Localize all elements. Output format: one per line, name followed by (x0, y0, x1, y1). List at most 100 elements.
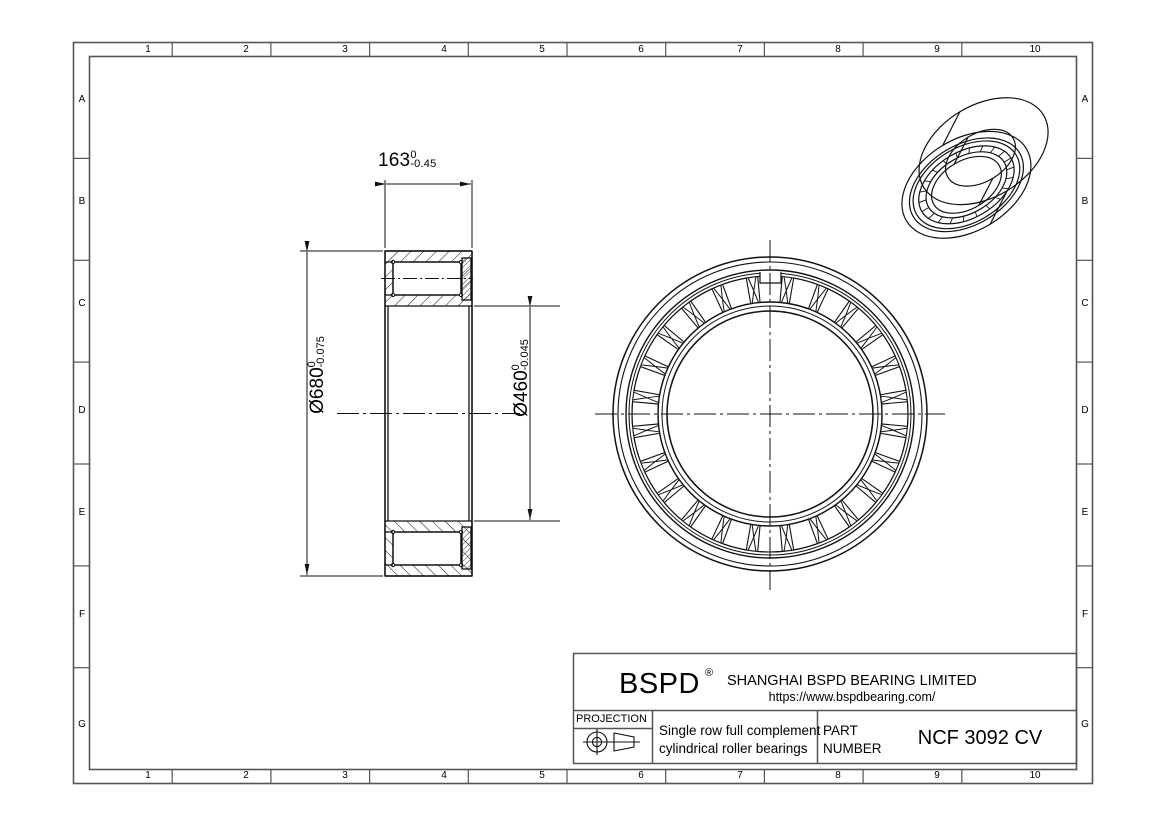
retaining-ring-top (461, 257, 472, 301)
cage-web (809, 516, 827, 544)
roller-pocket (880, 401, 909, 427)
iso-roller-tick (1006, 166, 1015, 171)
first-angle-projection-icon (583, 729, 640, 755)
iso-roller-tick (924, 180, 931, 182)
iso-roller-tick (1005, 177, 1014, 180)
company-logo: BSPD (619, 668, 700, 700)
iso-roller-tick (974, 211, 978, 217)
iso-roller-tick (968, 147, 970, 154)
registered-mark-icon: ® (705, 667, 714, 679)
product-description-line1: Single row full complement (659, 723, 821, 738)
cage-web (872, 453, 900, 471)
iso-roller-tick (919, 190, 927, 193)
cage-web (657, 326, 684, 349)
roller-pocket (644, 333, 680, 368)
zone-column-label-bottom-1: 1 (145, 770, 151, 781)
zone-column-label-top-5: 5 (539, 44, 545, 55)
cage-web (640, 357, 668, 375)
zone-column-label-bottom-2: 2 (243, 770, 249, 781)
iso-roller-tick (995, 196, 1001, 200)
roller-pocket (860, 460, 896, 495)
cage-web (713, 284, 731, 312)
zone-column-label-top-4: 4 (441, 44, 447, 55)
cage-web (657, 479, 684, 502)
iso-roller-tick (949, 217, 954, 224)
part-number-label-line2: NUMBER (823, 741, 882, 756)
zone-row-label-left-B: B (78, 196, 86, 207)
iso-roller-tick (921, 207, 929, 212)
iso-roller-tick (1001, 187, 1009, 190)
roller-pocket (874, 365, 907, 396)
zone-column-label-bottom-10: 10 (1029, 770, 1041, 781)
company-website: https://www.bspdbearing.com/ (768, 690, 936, 704)
cage-web (632, 391, 660, 404)
cage-web (835, 301, 858, 328)
cage-web (682, 301, 705, 328)
zone-row-label-left-C: C (78, 298, 86, 309)
iso-roller-tick (1003, 157, 1012, 163)
roller-pocket (874, 432, 907, 463)
zone-row-label-right-C: C (1081, 298, 1089, 309)
zone-row-label-left-D: D (78, 405, 86, 416)
iso-roller-tick (932, 169, 938, 173)
product-description-line2: cylindrical roller bearings (659, 741, 808, 756)
zone-row-label-left-G: G (78, 719, 86, 730)
roller-pocket (816, 288, 851, 324)
cage-web (880, 391, 908, 404)
zone-row-label-right-E: E (1081, 507, 1089, 518)
zone-row-label-right-F: F (1081, 609, 1089, 620)
cage-web (809, 284, 827, 312)
roller-pocket (841, 307, 877, 343)
zone-column-label-top-1: 1 (145, 44, 151, 55)
zone-column-label-bottom-7: 7 (737, 770, 743, 781)
front-view-centerlines (595, 240, 945, 590)
iso-roller-tick (979, 145, 984, 153)
company-name: SHANGHAI BSPD BEARING LIMITED (727, 673, 977, 689)
dimension-tol-lower-width: -0.45 (410, 158, 437, 170)
zone-column-label-top-7: 7 (737, 44, 743, 55)
roller-pocket (721, 518, 752, 551)
cage-web (682, 500, 705, 527)
zone-row-label-right-A: A (1081, 94, 1089, 105)
dimension-text-width: 163 0 -0.45 (378, 150, 436, 172)
isometric-bearing-view (901, 97, 1049, 239)
iso-roller-tick (990, 146, 996, 154)
zone-column-label-bottom-4: 4 (441, 770, 447, 781)
cage-web (747, 524, 760, 552)
iso-roller-tick (942, 160, 948, 165)
iso-roller-tick (918, 199, 927, 203)
part-number-value: NCF 3092 CV (917, 727, 1043, 749)
cage-web (880, 424, 908, 437)
zone-column-label-top-10: 10 (1029, 44, 1041, 55)
zone-column-label-bottom-5: 5 (539, 770, 545, 781)
zone-row-label-left-E: E (78, 507, 86, 518)
part-number-label: PART NUMBER (823, 722, 882, 758)
product-description: Single row full complement cylindrical r… (659, 722, 820, 758)
dimension-width-163 (375, 180, 473, 248)
zone-column-label-bottom-6: 6 (638, 770, 644, 781)
roller-pocket (816, 504, 851, 540)
cage-web (632, 424, 660, 437)
roller-pocket (689, 504, 724, 540)
zone-row-label-right-D: D (1081, 405, 1089, 416)
dimension-tol-upper-width: 0 (410, 149, 417, 161)
zone-column-label-top-2: 2 (243, 44, 249, 55)
zone-column-label-top-9: 9 (934, 44, 940, 55)
zone-column-label-top-3: 3 (342, 44, 348, 55)
iso-roller-tick (962, 216, 965, 222)
roller-bottom (392, 531, 462, 566)
roller-pocket (757, 524, 783, 553)
iso-roller-tick (937, 216, 943, 223)
dimension-outer-diameter-680 (300, 241, 383, 577)
cage-web (747, 276, 760, 304)
zone-column-label-top-8: 8 (835, 44, 841, 55)
zone-row-label-right-B: B (1081, 196, 1089, 207)
zone-row-label-left-F: F (78, 609, 86, 620)
zone-row-label-right-G: G (1081, 719, 1089, 730)
iso-roller-tick (985, 205, 990, 210)
dimension-value-width: 163 (378, 150, 411, 171)
iso-roller-tick (928, 212, 935, 219)
